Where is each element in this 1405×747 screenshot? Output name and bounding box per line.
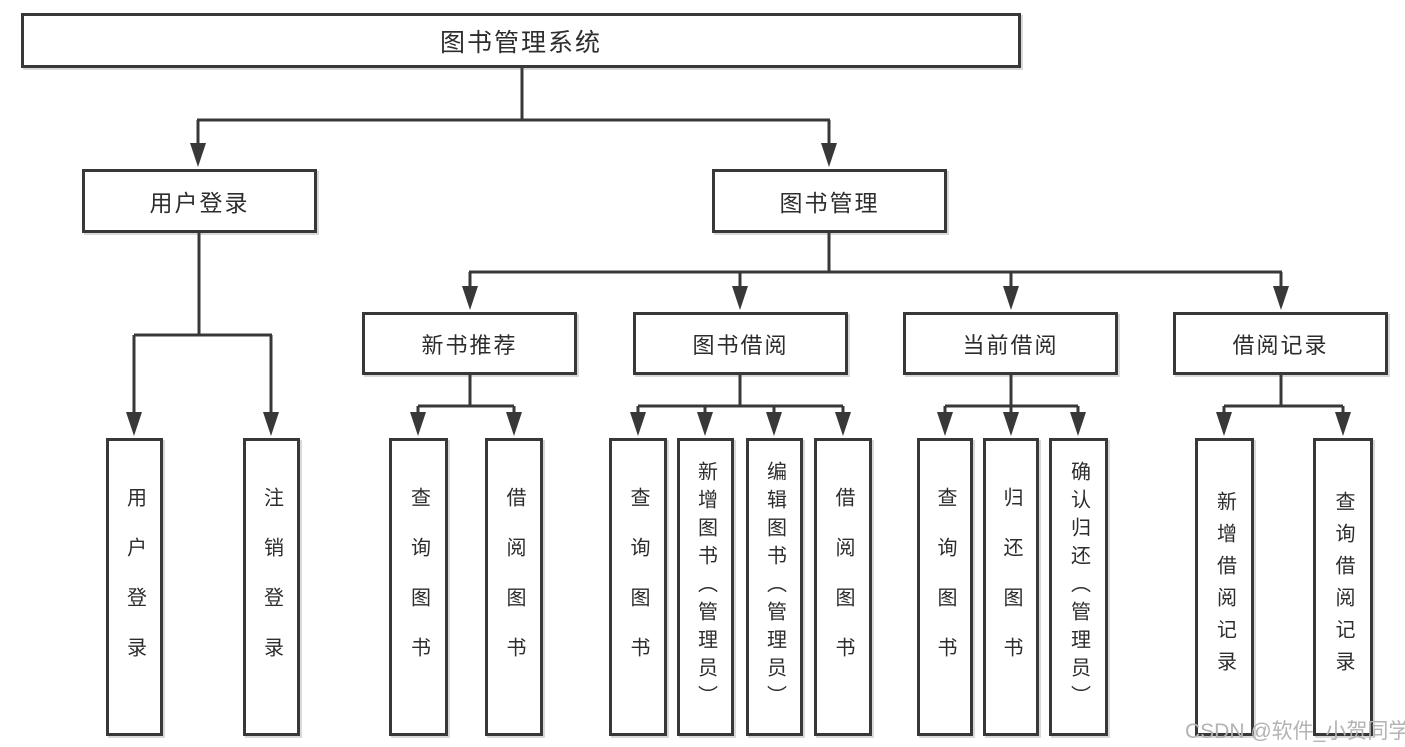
leaf-borrow-books-borrowing-label: 借阅图书 [832, 487, 854, 687]
leaf-add-book-admin: 新增图书（管理员） [677, 438, 734, 736]
csdn-watermark: CSDN @软件_小贺同学 [1185, 720, 1405, 743]
node-book-borrowing-label: 图书借阅 [692, 332, 789, 358]
node-borrowing-records-label: 借阅记录 [1232, 332, 1329, 358]
leaf-user-login: 用户登录 [106, 438, 163, 736]
node-user-login-label: 用户登录 [149, 190, 250, 216]
node-library-system-label: 图书管理系统 [439, 28, 602, 57]
arrowhead-icon [1070, 412, 1086, 436]
leaf-return-books: 归还图书 [983, 438, 1039, 736]
leaf-query-borrow-record-label: 查询借阅记录 [1332, 491, 1354, 683]
arrowhead-icon [1003, 412, 1019, 436]
leaf-borrow-books-recommend-label: 借阅图书 [503, 487, 525, 687]
arrowhead-icon [1335, 412, 1351, 436]
leaf-user-login-label: 用户登录 [123, 487, 146, 687]
leaf-add-borrow-record: 新增借阅记录 [1195, 438, 1254, 736]
arrowhead-icon [410, 412, 426, 436]
leaf-edit-book-admin: 编辑图书（管理员） [746, 438, 803, 736]
leaf-confirm-return-admin-label: 确认归还（管理员） [1067, 461, 1090, 713]
leaf-borrow-books-recommend: 借阅图书 [485, 438, 543, 736]
leaf-query-books-borrowing: 查询图书 [609, 438, 667, 736]
node-user-login: 用户登录 [82, 169, 317, 233]
arrowhead-icon [821, 143, 837, 167]
arrowhead-icon [937, 412, 953, 436]
arrowhead-icon [835, 412, 851, 436]
leaf-add-borrow-record-label: 新增借阅记录 [1213, 491, 1236, 683]
arrowhead-icon [697, 412, 713, 436]
node-book-borrowing: 图书借阅 [633, 312, 848, 375]
node-borrowing-records: 借阅记录 [1173, 312, 1388, 375]
arrowhead-icon [1273, 286, 1289, 310]
leaf-query-books-current-label: 查询图书 [934, 487, 956, 687]
node-book-management: 图书管理 [712, 169, 947, 233]
leaf-confirm-return-admin: 确认归还（管理员） [1049, 438, 1108, 736]
leaf-query-books-borrowing-label: 查询图书 [627, 487, 649, 687]
leaf-edit-book-admin-label: 编辑图书（管理员） [763, 461, 786, 713]
node-library-system: 图书管理系统 [21, 13, 1021, 68]
arrowhead-icon [190, 143, 206, 167]
node-current-borrowing: 当前借阅 [903, 312, 1118, 375]
leaf-query-books-current: 查询图书 [917, 438, 973, 736]
node-current-borrowing-label: 当前借阅 [962, 332, 1059, 358]
leaf-query-books-recommend-label: 查询图书 [407, 487, 430, 687]
arrowhead-icon [630, 412, 646, 436]
leaf-borrow-books-borrowing: 借阅图书 [814, 438, 872, 736]
arrowhead-icon [462, 286, 478, 310]
leaf-logout-label: 注销登录 [260, 487, 283, 687]
arrowhead-icon [732, 286, 748, 310]
arrowhead-icon [766, 412, 782, 436]
node-new-book-recommend-label: 新书推荐 [421, 332, 518, 358]
leaf-logout: 注销登录 [243, 438, 300, 736]
arrowhead-icon [506, 412, 522, 436]
arrowhead-icon [263, 412, 279, 436]
leaf-add-book-admin-label: 新增图书（管理员） [694, 461, 717, 713]
leaf-query-books-recommend: 查询图书 [389, 438, 448, 736]
arrowhead-icon [1003, 286, 1019, 310]
leaf-query-borrow-record: 查询借阅记录 [1313, 438, 1373, 736]
arrowhead-icon [126, 412, 142, 436]
node-book-management-label: 图书管理 [779, 190, 880, 216]
node-new-book-recommend: 新书推荐 [362, 312, 577, 375]
arrowhead-icon [1216, 412, 1232, 436]
leaf-return-books-label: 归还图书 [1000, 487, 1022, 687]
